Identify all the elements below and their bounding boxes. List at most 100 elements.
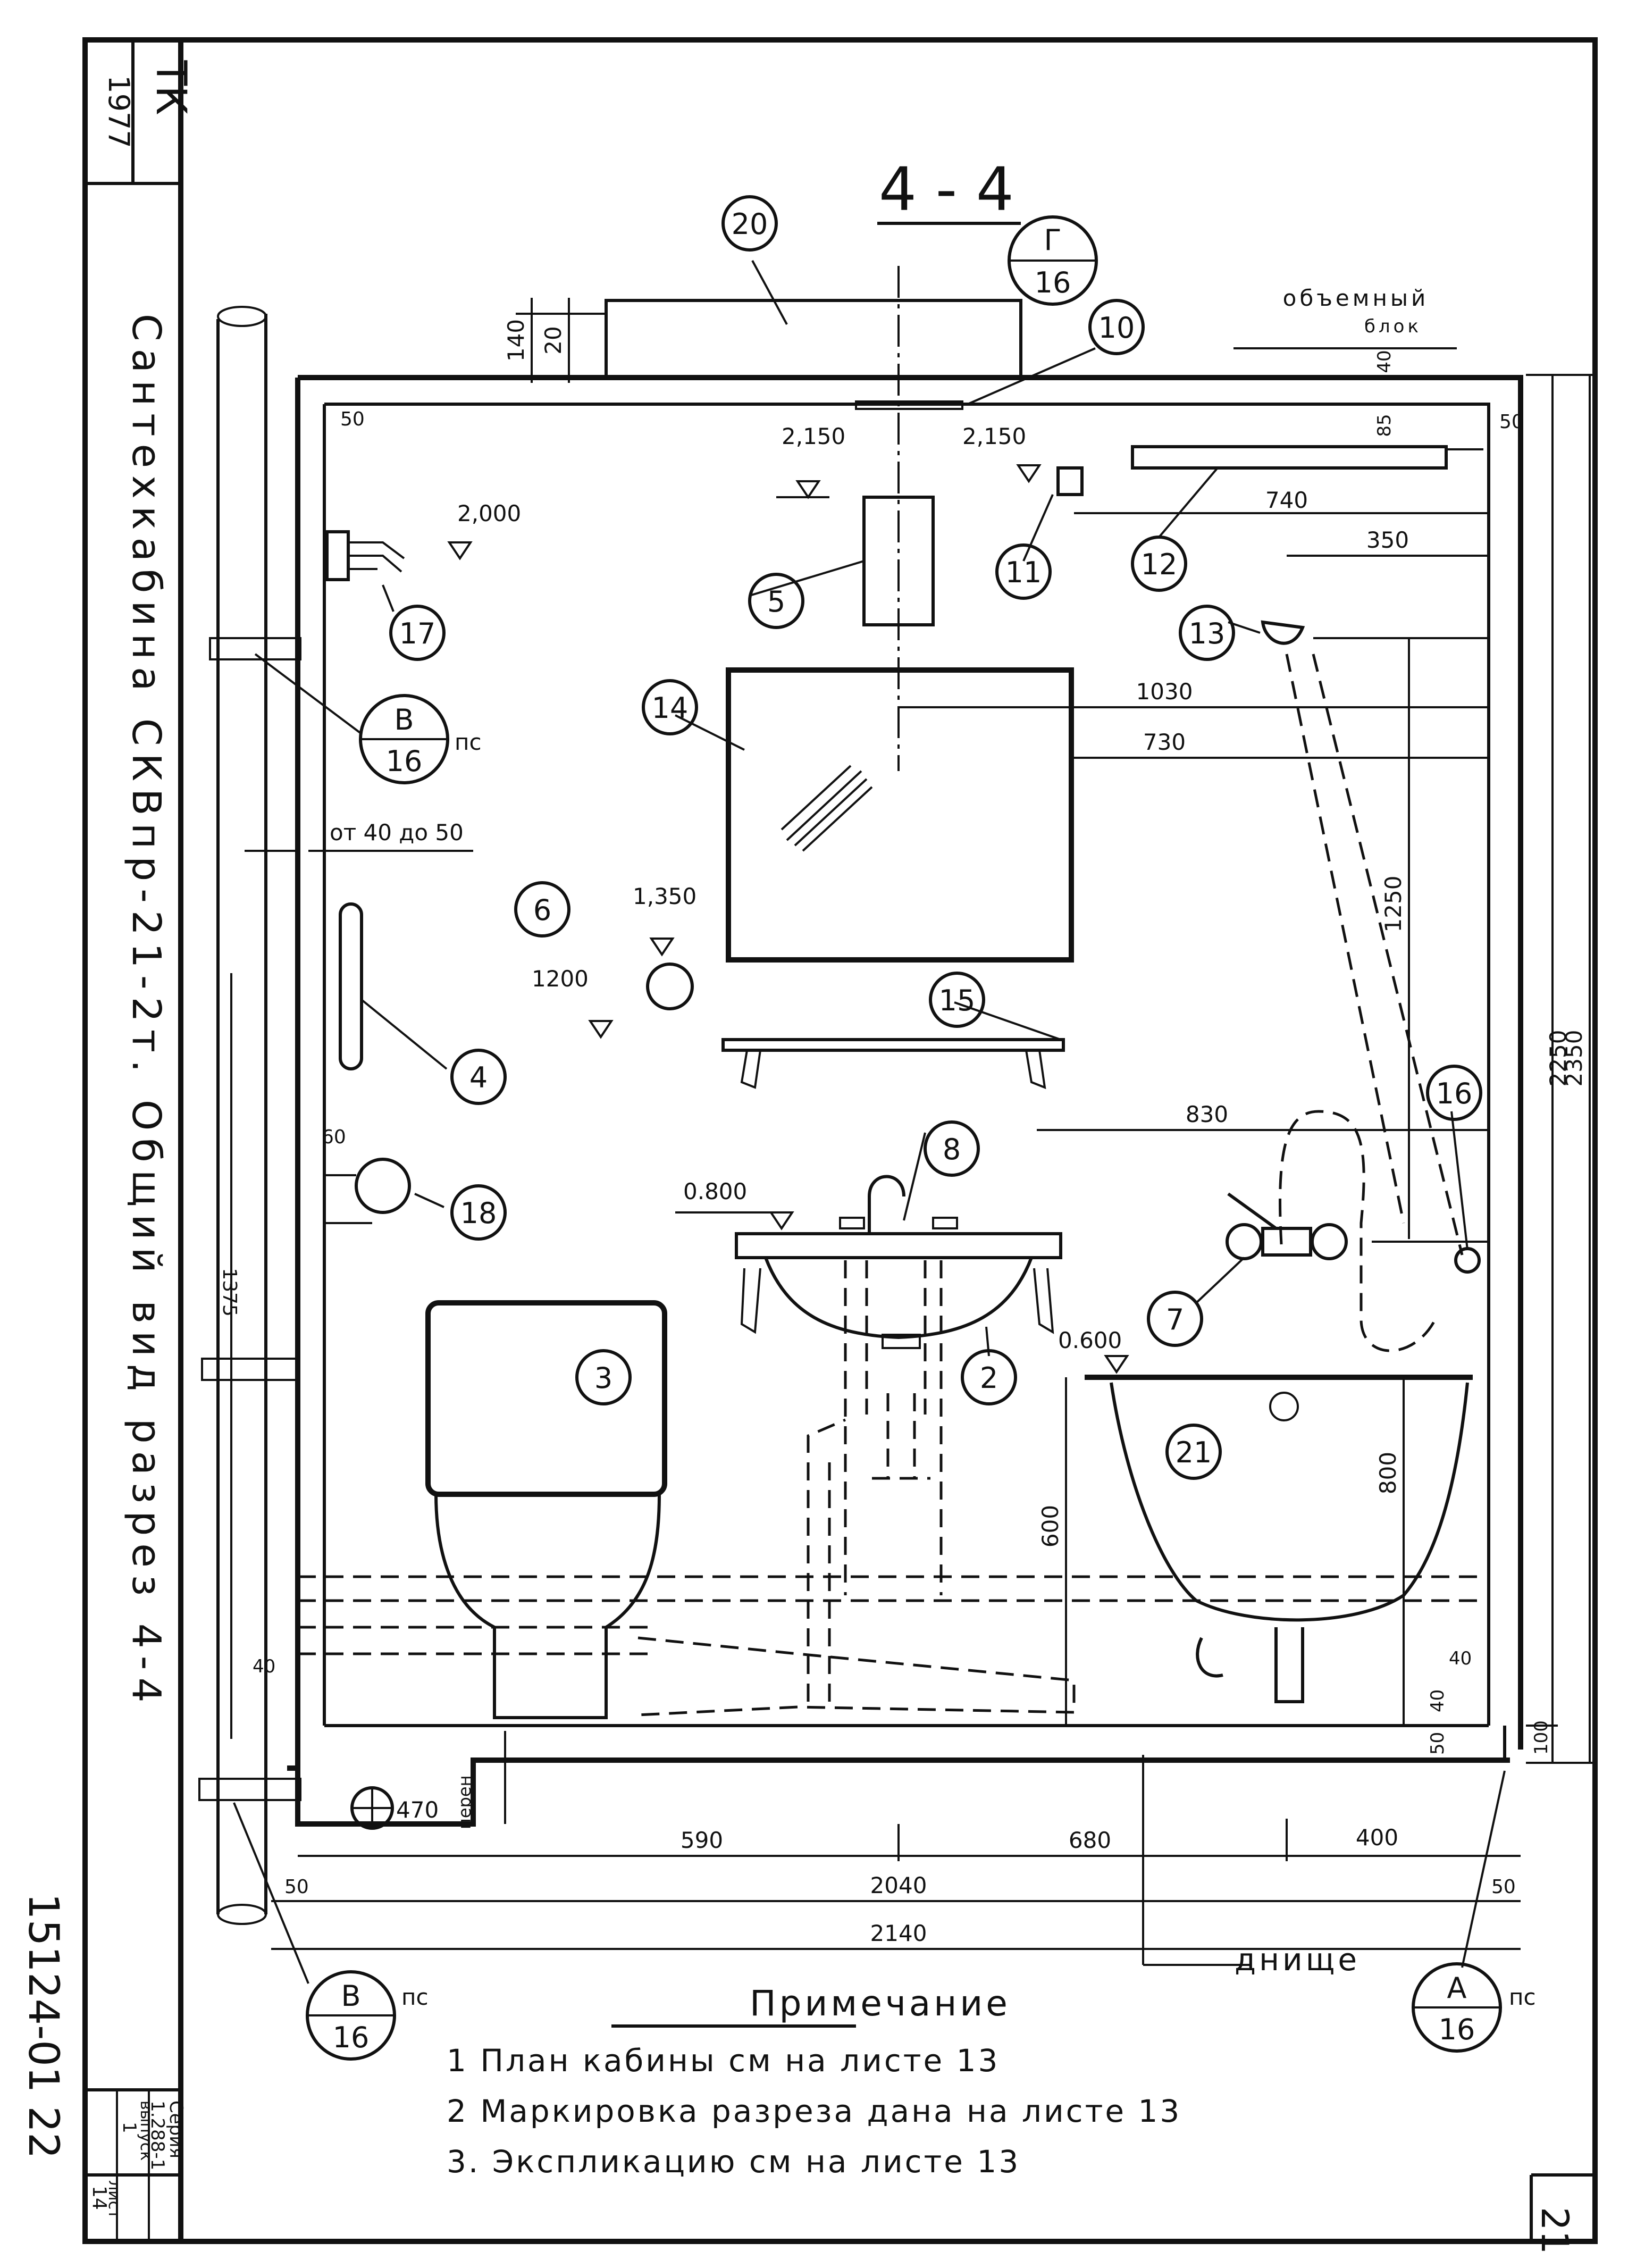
sheet-value: 14 <box>88 2186 110 2210</box>
section-g-bottom: 16 <box>1035 266 1071 299</box>
note-2: 2 Маркировка разреза дана на листе 13 <box>447 2093 1181 2129</box>
sheet-frame <box>82 37 1598 2244</box>
dim-800: 800 <box>1375 1452 1401 1494</box>
callout-8: 8 <box>943 1133 961 1166</box>
series-label: Серия <box>165 2100 187 2158</box>
dim-400: 400 <box>1356 1825 1398 1851</box>
callout-4: 4 <box>469 1061 488 1094</box>
callout-14: 14 <box>652 691 689 725</box>
issue-label: выпуск <box>137 2100 155 2161</box>
lvl-1350: 1,350 <box>633 883 696 909</box>
lvl-2150b: 2,150 <box>962 423 1026 449</box>
callout-2: 2 <box>980 1361 998 1395</box>
dim-1375: 1375 <box>219 1268 240 1317</box>
section-ref-v1 <box>359 694 449 784</box>
riser-pipe <box>198 306 301 1925</box>
callout-circles <box>389 195 1482 1480</box>
dim-50-bl: 50 <box>284 1876 309 1898</box>
section-a-suffix: пс <box>1509 1984 1536 2010</box>
callout-17: 17 <box>399 617 436 650</box>
note-1: 1 План кабины см на листе 13 <box>447 2043 1000 2079</box>
hatch-plate <box>855 400 963 410</box>
vent-box <box>605 299 1022 379</box>
dim-140: 140 <box>503 319 529 362</box>
dim-100: 100 <box>1531 1720 1552 1755</box>
volume-block-label-2: блок <box>1364 316 1422 337</box>
section-v2-bottom: 16 <box>333 2021 370 2054</box>
mirror <box>726 667 1074 963</box>
shower-hose <box>1279 654 1464 1352</box>
section-a-top: А <box>1447 1971 1467 2005</box>
section-v2-suffix: пс <box>401 1984 429 2010</box>
drawing-number: 15124-01 22 <box>19 1893 67 2159</box>
shower-head <box>1261 620 1305 645</box>
wall-lamp <box>1056 466 1084 496</box>
callout-12: 12 <box>1141 548 1178 581</box>
peren-label: перен <box>455 1775 475 1829</box>
dim-830: 830 <box>1186 1101 1228 1127</box>
series-value: 1.288-1 <box>147 2100 168 2170</box>
section-v1-bottom: 16 <box>386 744 423 778</box>
callout-21: 21 <box>1176 1436 1212 1469</box>
callout-6: 6 <box>533 893 551 927</box>
dim-2140: 2140 <box>870 1920 927 1946</box>
section-title: 4 - 4 <box>879 155 1014 224</box>
callout-13: 13 <box>1189 617 1226 650</box>
dim-740: 740 <box>1265 487 1308 513</box>
dim-50-r: 50 <box>1427 1732 1448 1755</box>
lvl-0800: 0.800 <box>683 1178 747 1204</box>
dim-590: 590 <box>681 1827 723 1853</box>
section-v1-top: В <box>394 703 414 737</box>
section-ref-g <box>1008 215 1098 306</box>
callout-7: 7 <box>1166 1303 1184 1336</box>
callout-18: 18 <box>460 1196 497 1230</box>
dim-20: 20 <box>540 326 566 354</box>
sheet-label: лист <box>105 2180 123 2219</box>
section-v1-suffix: пс <box>455 729 482 755</box>
dim-680: 680 <box>1069 1827 1111 1853</box>
dim-50-tr: 50 <box>1499 411 1524 433</box>
dim-40-l: 40 <box>253 1656 275 1677</box>
issue-value: 1 <box>119 2122 140 2133</box>
lvl-0600: 0.600 <box>1058 1327 1122 1353</box>
washbasin <box>735 1175 1062 1349</box>
page-number: 21 <box>1533 2207 1576 2254</box>
from-to-label: от 40 до 50 <box>330 819 464 846</box>
lvl-1200: 1200 <box>532 966 589 992</box>
section-g-top: Г <box>1044 223 1062 257</box>
dim-40-top: 40 <box>1374 350 1395 373</box>
side-title: Сантехкабина СКВпр-21-2т. Общий вид разр… <box>123 314 169 1710</box>
paper-holder <box>324 1158 411 1224</box>
volume-block-label-1: объемный <box>1283 285 1429 311</box>
dim-85: 85 <box>1374 414 1395 437</box>
callout-16: 16 <box>1436 1077 1473 1110</box>
titleblock-code: ТК <box>147 60 195 115</box>
level-markers <box>447 464 1129 1374</box>
dim-2040: 2040 <box>870 1872 927 1898</box>
callout-5: 5 <box>767 585 785 618</box>
dim-1030: 1030 <box>1136 679 1193 705</box>
lvl-2150a: 2,150 <box>782 423 845 449</box>
titleblock-year: 1977 <box>102 75 136 148</box>
lvl-2000: 2,000 <box>457 500 521 526</box>
dim-2250: 2250 <box>1545 1030 1571 1087</box>
note-3: 3. Экспликацию см на листе 13 <box>447 2144 1020 2180</box>
extension-lines <box>245 298 1595 1950</box>
dim-40-r: 40 <box>1449 1648 1472 1669</box>
dim-60: 60 <box>322 1126 346 1148</box>
dim-40-r2: 40 <box>1427 1689 1448 1712</box>
callout-11: 11 <box>1005 556 1042 589</box>
callout-10: 10 <box>1098 311 1135 345</box>
cabin-walls <box>287 375 1523 1827</box>
section-ref-v2 <box>306 1970 396 2061</box>
drain-470: 470 <box>396 1797 439 1823</box>
towel-rail <box>339 902 363 1070</box>
callout-3: 3 <box>594 1361 612 1395</box>
dim-350: 350 <box>1366 527 1409 553</box>
socket <box>646 963 694 1010</box>
shower-holder <box>1454 1247 1481 1274</box>
dim-50-tl: 50 <box>340 408 365 430</box>
lamp-bar <box>1131 445 1448 470</box>
bottom-label: днище <box>1235 1941 1360 1978</box>
